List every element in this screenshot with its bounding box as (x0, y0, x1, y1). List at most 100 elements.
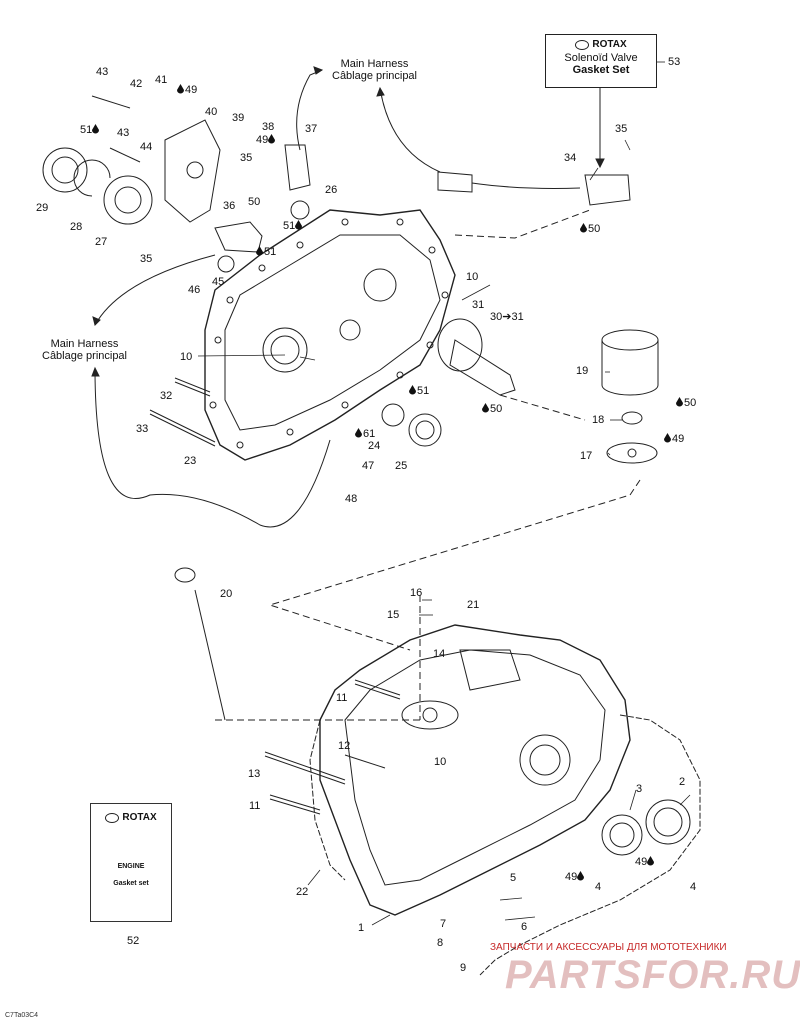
part-label: 41 (155, 74, 168, 86)
part-label: 14 (433, 648, 446, 660)
part-label: 28 (70, 221, 83, 233)
oil-drop-icon (92, 124, 100, 134)
long-bolts (91, 95, 401, 815)
part-label: 44 (140, 141, 153, 153)
oil-drop-icon (664, 433, 671, 443)
part-label: 38 (262, 121, 275, 133)
part-label: 4 (595, 881, 602, 893)
plate-40 (164, 119, 221, 223)
part-label-oil: 50 (482, 403, 502, 415)
part-label: 10 (180, 351, 193, 363)
bearing-2 (645, 799, 691, 845)
seal-26 (290, 200, 310, 220)
crankcase-inner (344, 649, 606, 886)
oil-drop-icon (647, 856, 655, 866)
harness-lead-top-2 (379, 87, 441, 173)
part-label-oil: 51 (409, 385, 429, 397)
oil-drop-icon (577, 871, 585, 881)
part-label: 36 (223, 200, 236, 212)
dipstick-ring (174, 567, 196, 583)
part-label: 9 (460, 962, 467, 974)
part-label: 10 (434, 756, 447, 768)
part-label: 1 (358, 922, 365, 934)
part-label: 53 (668, 56, 681, 68)
part-label-oil: 51 (80, 124, 100, 136)
rotax-logo-icon (575, 39, 590, 50)
part-label: 45 (212, 276, 225, 288)
part-label: 43 (96, 66, 109, 78)
part-label: 12 (338, 740, 351, 752)
part-label: 26 (325, 184, 338, 196)
part-label: 4 (690, 881, 697, 893)
site-logo: PARTSFOR.RU (505, 953, 800, 997)
part-label: 20 (220, 588, 233, 600)
part-label: 42 (130, 78, 143, 90)
part-label: 39 (232, 112, 245, 124)
watermark-text: ЗАПЧАСТИ И АКСЕССУАРЫ ДЛЯ МОТОТЕХНИКИ (490, 942, 727, 953)
engine-gasket-set-booklet: ROTAX ENGINE Gasket set (90, 803, 172, 922)
oil-drop-icon (295, 220, 303, 230)
part-label: 25 (395, 460, 408, 472)
part-label: 30➔31 (490, 311, 524, 323)
crankcase-bore (519, 734, 571, 786)
crankcase-cover-outline (204, 209, 456, 461)
oil-drop-icon (580, 223, 587, 233)
part-label: 32 (160, 390, 173, 402)
part-label-oil: 49 (565, 871, 585, 883)
part-label: 50 (248, 196, 261, 208)
part-label: 22 (296, 886, 309, 898)
part-label: 19 (576, 365, 589, 377)
shaft-30 (449, 339, 516, 396)
seal-31 (437, 318, 483, 372)
part-label: 5 (510, 872, 517, 884)
crankcase-gasket-left (309, 719, 346, 881)
part-label: 31 (472, 299, 485, 311)
part-label: 43 (117, 127, 130, 139)
part-label-oil: 50 (676, 397, 696, 409)
part-label: 52 (127, 935, 140, 947)
part-label: 27 (95, 236, 108, 248)
part-label: 29 (36, 202, 49, 214)
part-label: 13 (248, 768, 261, 780)
oil-drop-icon (177, 84, 184, 94)
bearing-27 (103, 175, 153, 225)
bearing-25 (408, 413, 442, 447)
crankcase-gasket (479, 714, 701, 976)
alignment-lines (215, 209, 641, 721)
part-label-oil: 49 (177, 84, 197, 96)
part-label: 35 (140, 253, 153, 265)
oil-drop-icon (256, 246, 263, 256)
spring-18 (621, 411, 643, 425)
part-label-oil: 51 (256, 246, 276, 258)
bearing-3 (601, 814, 643, 856)
oil-drop-icon (676, 397, 683, 407)
part-label: 17 (580, 450, 593, 462)
oil-filter-body (601, 340, 659, 396)
part-label: 35 (240, 152, 253, 164)
part-label: 48 (345, 493, 358, 505)
part-label: 47 (362, 460, 375, 472)
solenoid-34 (584, 174, 631, 206)
harness-caption-top: Main Harness Câblage principal (332, 58, 417, 82)
part-label: 46 (188, 284, 201, 296)
part-label: 37 (305, 123, 318, 135)
leader-lines (197, 61, 691, 926)
rotax-logo-icon (105, 812, 120, 823)
part-label: 6 (521, 921, 528, 933)
part-label: 11 (336, 692, 348, 704)
seal-24 (381, 403, 405, 427)
part-label: 10 (466, 271, 479, 283)
part-label: 18 (592, 414, 605, 426)
dipstick-20 (194, 589, 226, 721)
part-label: 7 (440, 918, 447, 930)
figure-code: C7Ta03C4 (5, 1012, 39, 1019)
connector-37 (284, 144, 311, 191)
rotax-brand: ROTAX (546, 39, 656, 50)
sump-window (459, 649, 521, 691)
harness-connector (437, 171, 473, 193)
oil-drop-icon (355, 428, 362, 438)
part-label: 23 (184, 455, 197, 467)
breather-pad (401, 700, 459, 730)
part-label: 11 (249, 800, 261, 812)
part-label: 24 (368, 440, 381, 452)
